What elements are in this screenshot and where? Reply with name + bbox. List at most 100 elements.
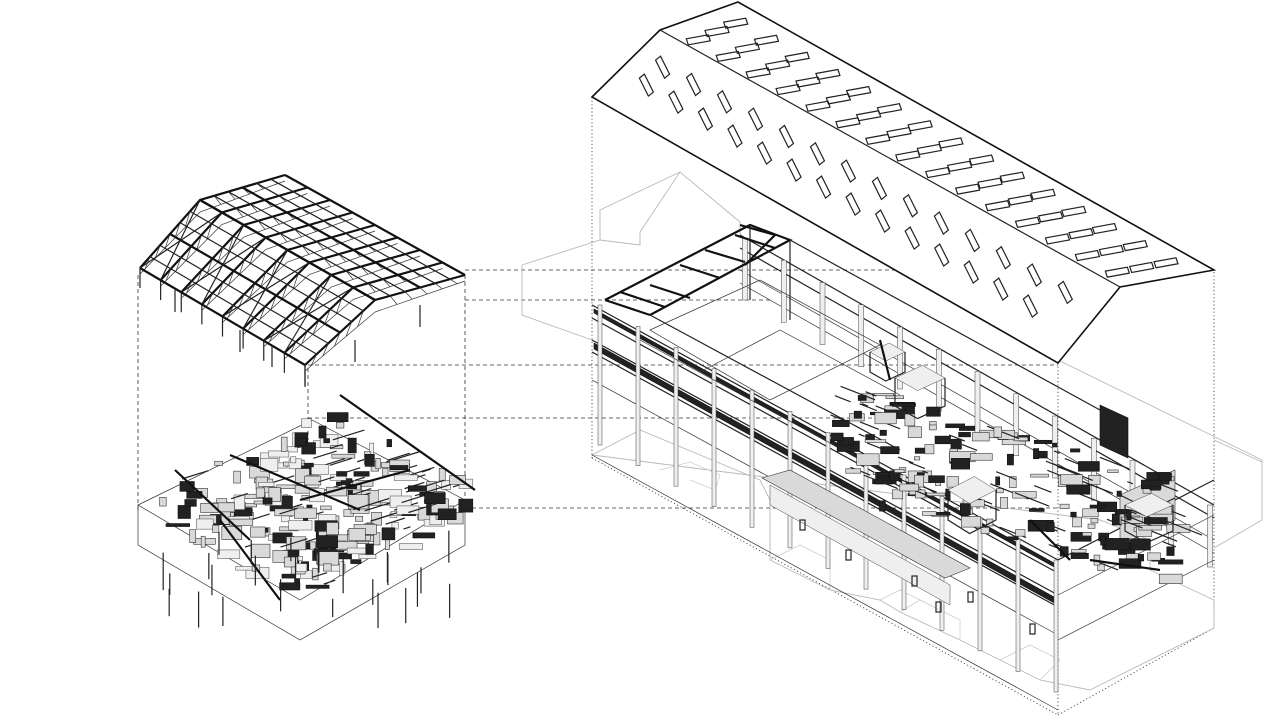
truss-chord bbox=[181, 205, 331, 299]
skylight bbox=[685, 72, 702, 97]
machine-part bbox=[922, 511, 937, 516]
machine-housing-side bbox=[869, 352, 906, 382]
machine-part bbox=[899, 483, 919, 492]
skylight bbox=[902, 193, 919, 218]
brace bbox=[180, 236, 266, 293]
skylight bbox=[995, 245, 1012, 270]
machine-part bbox=[891, 489, 904, 500]
equipment-part bbox=[364, 454, 375, 467]
truss-web bbox=[165, 268, 172, 281]
equipment-part bbox=[177, 505, 191, 519]
equipment-part bbox=[336, 422, 345, 429]
equipment-conveyor bbox=[406, 479, 445, 493]
front-column bbox=[977, 517, 983, 652]
machine-beam bbox=[908, 461, 926, 470]
machine-part bbox=[960, 503, 971, 516]
machine-part bbox=[1059, 503, 1070, 509]
machine-part bbox=[1082, 532, 1092, 537]
front-column bbox=[749, 389, 755, 528]
equipment-part bbox=[384, 539, 390, 550]
equipment-conveyor bbox=[280, 538, 308, 548]
truss-web bbox=[312, 320, 320, 335]
skylight bbox=[809, 141, 826, 166]
truss-web bbox=[449, 278, 458, 284]
truss-web bbox=[174, 222, 181, 238]
truss-web bbox=[301, 330, 308, 344]
equipment-part bbox=[159, 497, 167, 507]
conveyor bbox=[878, 339, 892, 381]
skylight bbox=[815, 68, 841, 81]
skylight bbox=[784, 51, 810, 64]
skylight bbox=[734, 42, 761, 54]
equipment-part bbox=[212, 524, 220, 533]
conveyor bbox=[1029, 519, 1071, 561]
machine-part bbox=[1082, 508, 1099, 518]
truss-web bbox=[367, 283, 376, 293]
equipment-part bbox=[358, 554, 377, 559]
skylight bbox=[865, 133, 891, 146]
truss-web bbox=[323, 258, 332, 268]
skylight bbox=[1153, 257, 1179, 269]
truss-web bbox=[271, 260, 277, 278]
truss-web bbox=[290, 341, 297, 354]
skylight bbox=[1074, 249, 1101, 262]
equipment-part bbox=[281, 515, 290, 523]
machine-part bbox=[1097, 563, 1105, 571]
truss-web bbox=[175, 257, 182, 271]
equipment-part bbox=[458, 498, 474, 513]
truss-web bbox=[324, 309, 331, 325]
truss-web bbox=[434, 283, 443, 290]
machine-beam bbox=[865, 391, 877, 397]
equipment-part bbox=[214, 460, 224, 466]
equipment-conveyor bbox=[219, 519, 281, 601]
back-column bbox=[897, 326, 903, 390]
equipment-conveyor bbox=[299, 468, 411, 502]
machine-part bbox=[924, 444, 935, 455]
skylight bbox=[654, 55, 671, 80]
equipment-part bbox=[347, 547, 367, 555]
machine-part bbox=[945, 423, 966, 428]
brace bbox=[201, 224, 245, 305]
truss-web bbox=[334, 332, 341, 347]
machine-part bbox=[1166, 546, 1175, 556]
machine-part bbox=[916, 472, 925, 476]
truss-web bbox=[281, 284, 288, 300]
skylight bbox=[1122, 239, 1149, 252]
truss-web bbox=[227, 236, 234, 253]
truss-web bbox=[259, 306, 266, 320]
equipment-platform-edge bbox=[137, 500, 466, 641]
skylight bbox=[916, 143, 943, 156]
front-column bbox=[635, 326, 641, 466]
truss-web bbox=[314, 285, 321, 302]
machine-part bbox=[1030, 473, 1049, 478]
skylight bbox=[876, 103, 903, 115]
equipment-conveyor bbox=[408, 501, 441, 514]
skylight bbox=[904, 226, 920, 251]
skylight bbox=[1068, 228, 1094, 240]
skylight bbox=[1037, 211, 1064, 223]
skylight bbox=[685, 34, 712, 46]
machine-part bbox=[1052, 442, 1058, 448]
front-column bbox=[711, 368, 717, 507]
machine-beam bbox=[861, 403, 869, 407]
truss-web bbox=[301, 245, 310, 255]
machine-part bbox=[1104, 538, 1130, 551]
machine-part bbox=[1009, 476, 1017, 488]
brace bbox=[242, 249, 289, 329]
door bbox=[845, 549, 852, 561]
equipment-conveyor bbox=[370, 513, 395, 522]
machine-part bbox=[832, 419, 850, 427]
skylight bbox=[1060, 205, 1087, 218]
equipment-conveyor bbox=[332, 429, 365, 441]
brace bbox=[160, 199, 201, 281]
machine-part bbox=[1070, 448, 1081, 453]
machine-part bbox=[969, 453, 993, 461]
equipment-conveyor bbox=[339, 394, 476, 491]
skylight bbox=[886, 126, 912, 139]
equipment-part bbox=[348, 528, 366, 541]
skylight bbox=[895, 150, 921, 162]
equipment-part bbox=[165, 523, 190, 527]
machine-beam bbox=[897, 456, 914, 464]
equipment-part bbox=[288, 520, 313, 531]
equipment-part bbox=[353, 471, 370, 477]
